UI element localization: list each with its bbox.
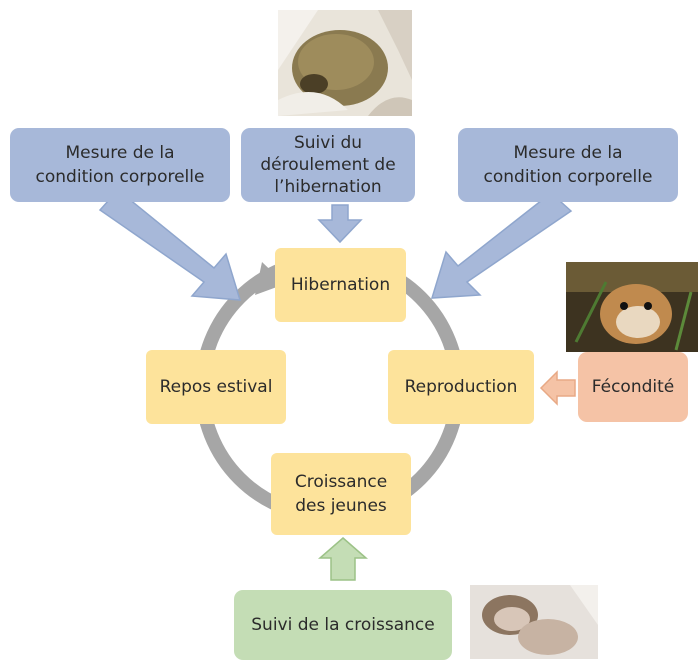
summer-rest-box: Repos estival	[146, 350, 286, 424]
measure-box-left: Mesure de la condition corporelle	[10, 128, 230, 202]
growth-monitoring-box: Suivi de la croissance	[234, 590, 452, 660]
young-hamsters-photo	[470, 585, 598, 659]
measure-right-line1: Mesure de la	[513, 143, 623, 163]
measure-box-right: Mesure de la condition corporelle	[458, 128, 678, 202]
hibernation-box: Hibernation	[275, 248, 406, 322]
hamster-in-burrow-photo	[566, 262, 698, 352]
arrow-fecondite	[539, 370, 576, 406]
growth-monitoring-label: Suivi de la croissance	[251, 615, 435, 635]
growth-line1: Croissance	[294, 472, 388, 492]
reproduction-box: Reproduction	[388, 350, 534, 424]
summer-rest-label: Repos estival	[159, 377, 273, 397]
arrow-right-measure	[430, 192, 573, 299]
growth-box: Croissance des jeunes	[271, 453, 411, 535]
fecondite-label: Fécondité	[591, 377, 675, 397]
measure-left-line2: condition corporelle	[35, 167, 205, 187]
monitoring-line1: Suivi du	[293, 133, 363, 153]
reproduction-label: Reproduction	[404, 377, 518, 397]
fecondite-box: Fécondité	[578, 352, 688, 422]
arrow-center-down	[317, 204, 363, 244]
arrow-croissance-up	[317, 537, 369, 581]
measure-left-line1: Mesure de la	[65, 143, 175, 163]
arrow-left-measure	[98, 188, 242, 301]
monitoring-line3: l’hibernation	[274, 177, 382, 197]
hibernating-hamster-photo	[278, 10, 412, 116]
monitoring-line2: déroulement de	[260, 155, 396, 175]
hibernation-label: Hibernation	[290, 275, 391, 295]
hibernation-monitoring-box: Suivi du déroulement de l’hibernation	[241, 128, 415, 202]
growth-line2: des jeunes	[295, 496, 387, 516]
measure-right-line2: condition corporelle	[483, 167, 653, 187]
